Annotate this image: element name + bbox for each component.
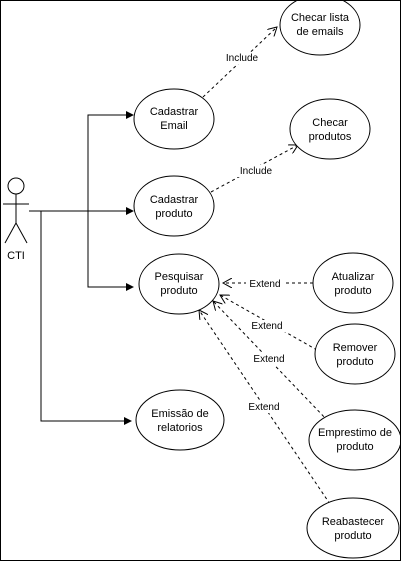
svg-text:Cadastrar: Cadastrar [150,106,199,118]
include-email-label: Include [226,53,259,64]
extend-remover-label: Extend [251,321,282,332]
extend-reabastecer-label: Extend [248,402,279,413]
use-case-pesquisar-produto: Pesquisar produto [138,253,220,315]
actor-label: CTI [7,250,25,262]
svg-text:relatorios: relatorios [157,422,203,434]
svg-text:Pesquisar: Pesquisar [155,271,204,283]
svg-text:de emails: de emails [296,26,344,38]
svg-text:Emissão de: Emissão de [151,408,208,420]
svg-text:Remover: Remover [333,342,378,354]
use-case-reabastecer-produto: Reabastecer produto [306,497,400,559]
svg-text:Atualizar: Atualizar [332,271,375,283]
svg-text:produto: produto [155,208,192,220]
include-produto-label: Include [240,166,273,177]
relation-labels: Include Include Extend Extend Extend Ext… [223,52,288,413]
svg-text:Checar: Checar [312,117,348,129]
svg-text:produto: produto [160,285,197,297]
use-case-checar-produtos: Checar produtos [289,98,371,160]
svg-text:produto: produto [334,285,371,297]
use-case-remover-produto: Remover produto [314,323,396,385]
use-case-atualizar-produto: Atualizar produto [312,252,394,314]
associations [29,111,134,425]
svg-text:Checar lista: Checar lista [291,12,350,24]
svg-text:Email: Email [160,120,188,132]
use-case-emprestimo-produto: Emprestimo de produto [308,409,400,471]
assoc-pesquisar-produto [87,211,134,291]
actor-cti: CTI [3,177,29,262]
svg-text:produto: produto [334,530,371,542]
svg-text:produto: produto [336,441,373,453]
use-case-emissao-relatorios: Emissão de relatorios [135,389,225,451]
svg-text:Cadastrar: Cadastrar [150,194,199,206]
assoc-emissao-relatorios [40,211,132,425]
extend-atualizar-label: Extend [249,279,280,290]
svg-text:Emprestimo de: Emprestimo de [318,427,392,439]
use-case-checar-emails: Checar lista de emails [279,1,361,56]
use-case-cadastrar-produto: Cadastrar produto [133,175,215,237]
extend-emprestimo-label: Extend [253,354,284,365]
assoc-cadastrar-email [29,111,134,212]
svg-text:produto: produto [336,356,373,368]
use-case-cadastrar-email: Cadastrar Email [133,88,215,150]
svg-text:produtos: produtos [309,131,352,143]
extend-emprestimo-arrow [213,301,329,422]
svg-text:Reabastecer: Reabastecer [322,516,385,528]
